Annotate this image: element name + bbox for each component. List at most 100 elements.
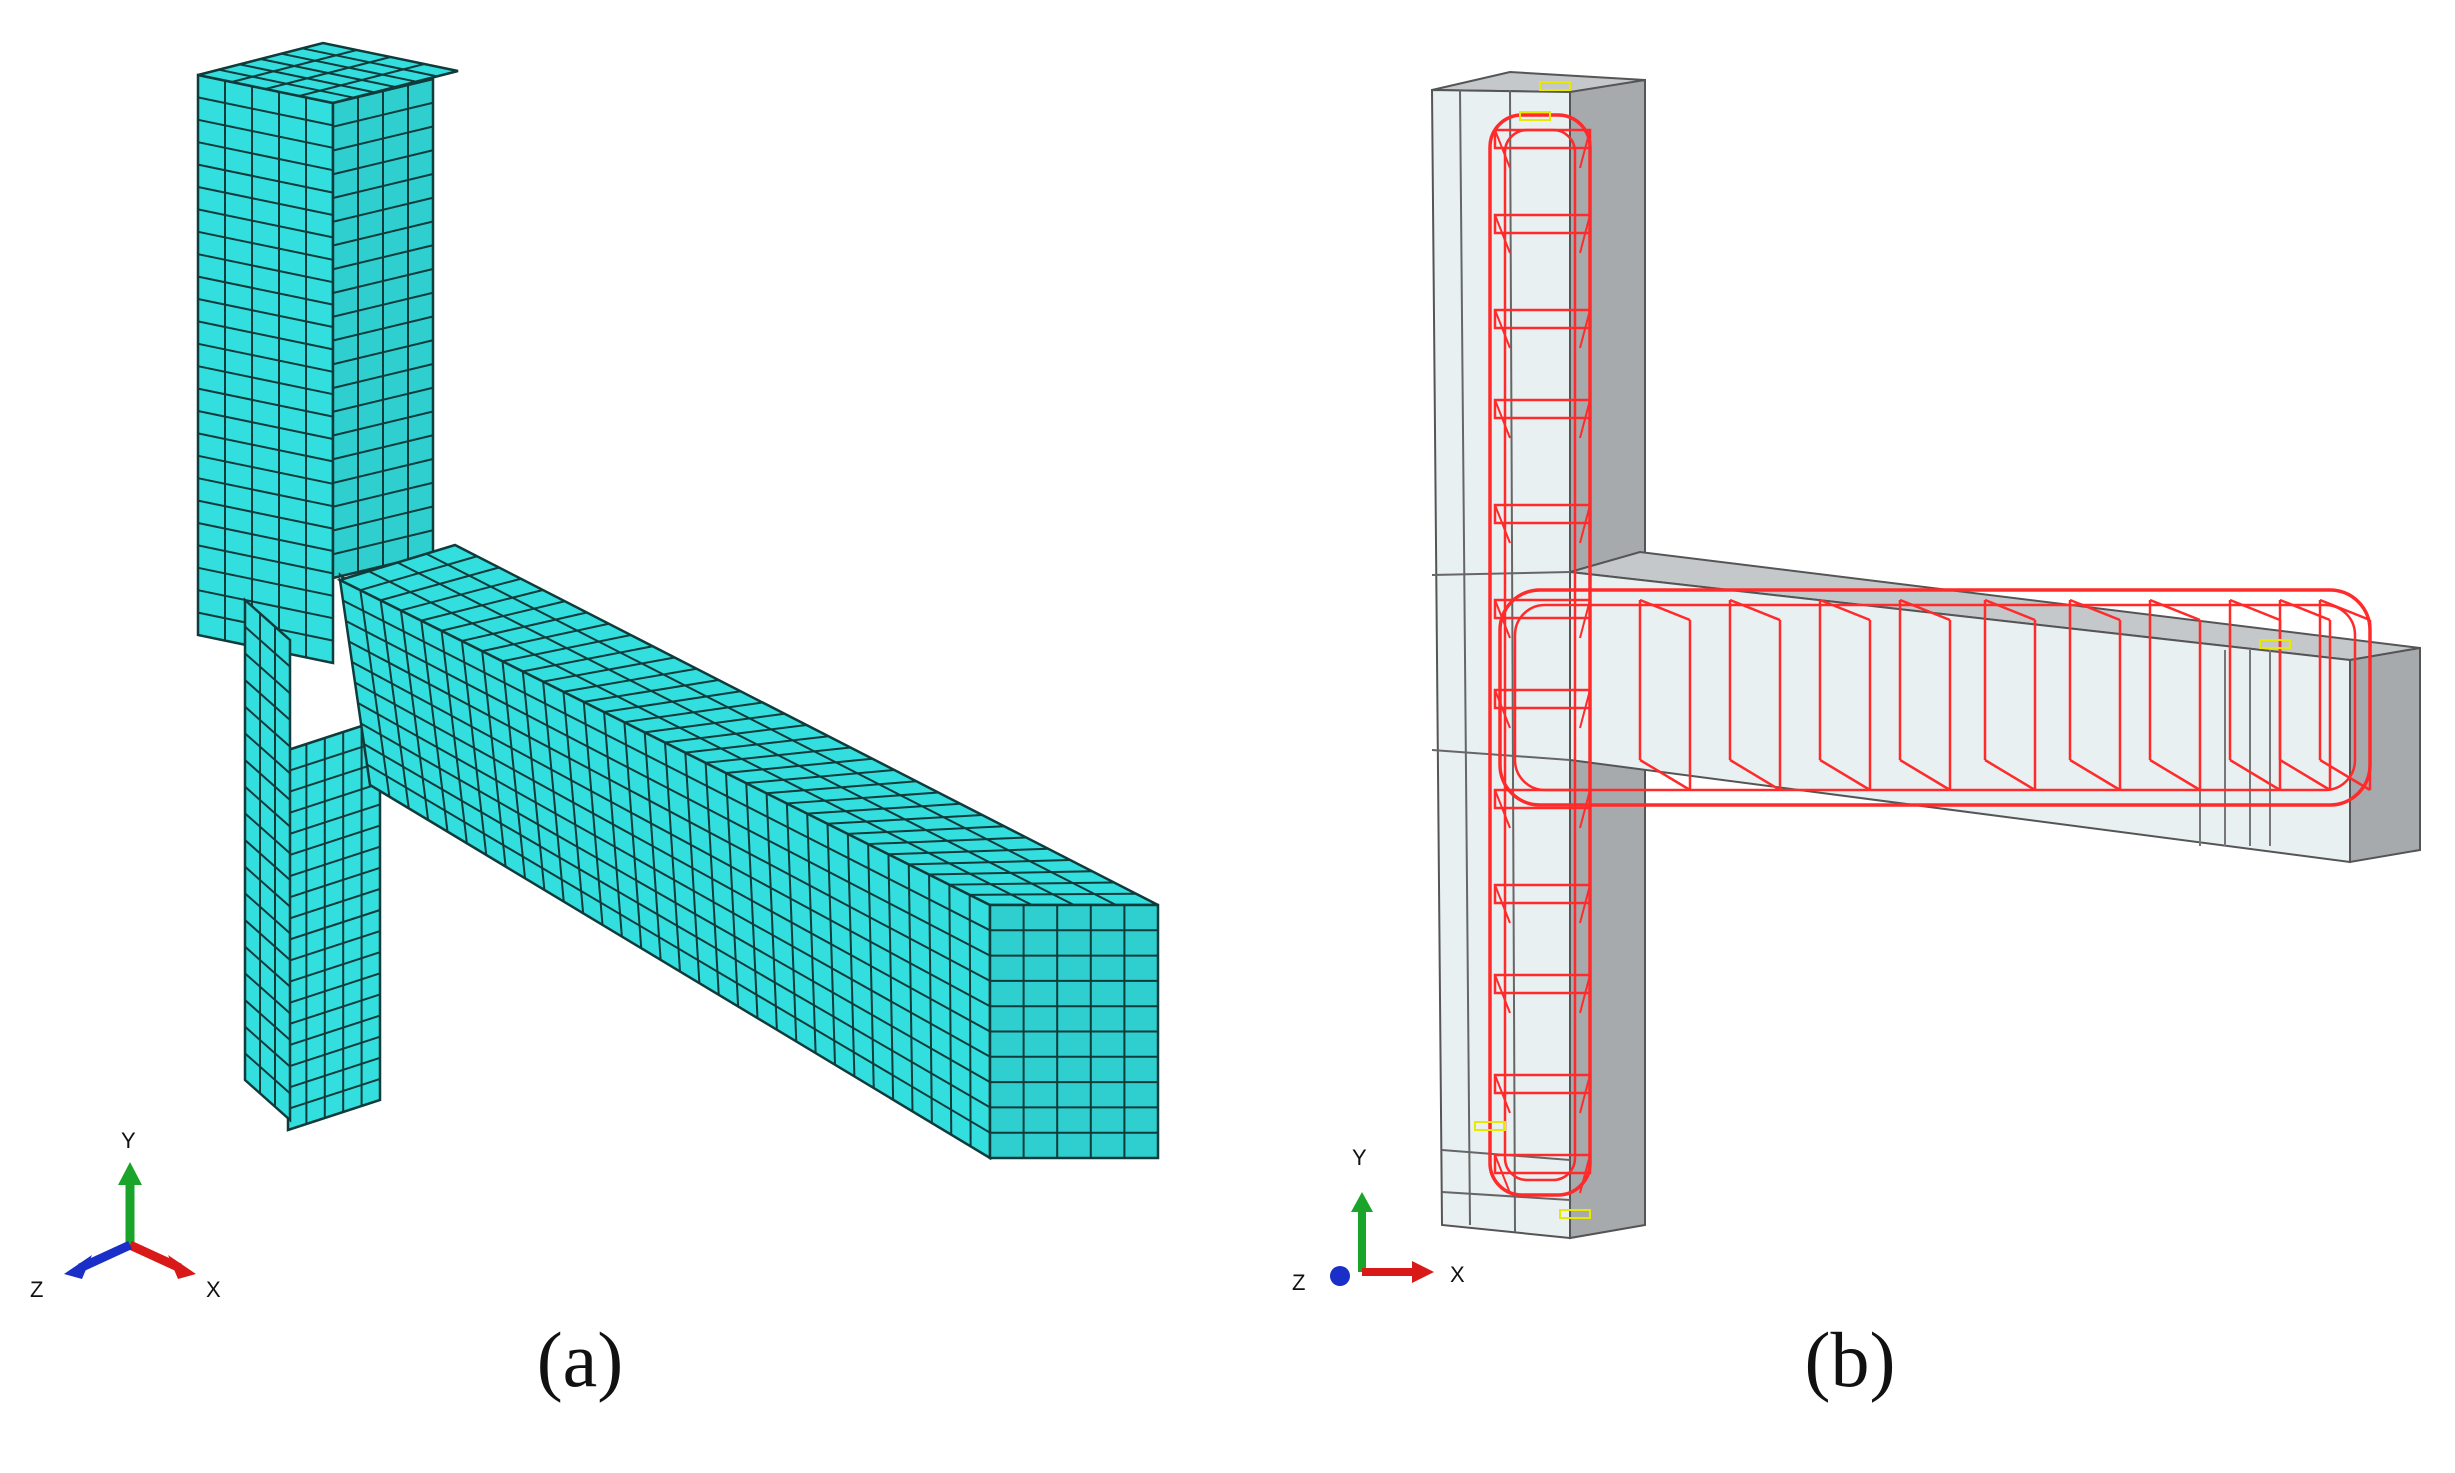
- beam-stirrup-tie: [2319, 598, 2371, 622]
- beam-front-grid-line: [351, 661, 991, 1008]
- column-upper-side-grid-line: [332, 458, 434, 484]
- column-upper-front-grid-line: [197, 365, 334, 396]
- column-upper-front-grid-line: [197, 275, 334, 306]
- column-upper-front-grid-line: [197, 566, 334, 597]
- column-stirrup: [1493, 308, 1592, 330]
- column-upper-front-grid-line: [197, 410, 334, 440]
- beam-front-grid-line: [363, 743, 991, 1109]
- beam-top-grid-line: [397, 561, 1075, 906]
- column-upper-front-grid-line: [197, 253, 334, 284]
- column-lower-left-grid-line: [244, 785, 291, 828]
- column-upper-side-grid-line: [332, 196, 434, 223]
- partition-line: [1509, 89, 1516, 1233]
- column-upper-front-grid-line: [197, 118, 334, 149]
- caption-b: (b): [1804, 1316, 1896, 1403]
- beam-stirrup-tie: [2279, 758, 2331, 792]
- column-upper-side-grid-line: [332, 291, 434, 318]
- column-stirrup-leg: [1494, 1074, 1511, 1114]
- column-stirrup: [1493, 1073, 1592, 1095]
- y-axis-label: Y: [1352, 1145, 1367, 1170]
- column-lower-left-grid-line: [244, 839, 291, 881]
- column-lower-left-grid-line: [244, 919, 291, 961]
- column-lower-left-grid-line: [244, 812, 291, 855]
- x-axis-label: X: [1450, 1262, 1465, 1287]
- column-upper-side: [331, 77, 435, 580]
- column-stirrup: [1493, 398, 1592, 420]
- beam-stirrup-tie: [2319, 758, 2371, 792]
- column-upper-side-grid-line: [332, 173, 434, 199]
- column-stirrup-leg: [1579, 974, 1591, 1014]
- beam-stirrup-tie: [1899, 758, 1951, 792]
- column-stirrup: [1493, 973, 1592, 995]
- rebar-model-drawing: Y X Z: [1292, 70, 2421, 1295]
- column-lower-front-grid-line: [287, 782, 381, 815]
- column-lower-left-grid-line: [244, 705, 291, 748]
- column-lower-front-grid-line: [287, 761, 381, 794]
- beam-stirrup-tie: [1729, 758, 1781, 792]
- column-lower-front-grid-line: [287, 972, 381, 1005]
- y-axis-head: [1351, 1192, 1373, 1212]
- column-upper-front-grid-line: [197, 208, 334, 239]
- x-axis-label: X: [206, 1277, 221, 1302]
- column-stirrup-leg: [1494, 309, 1511, 349]
- column-lower-left-grid-line: [244, 652, 291, 695]
- beam-front-grid-line: [357, 702, 991, 1058]
- panel-a-mesh-model: Y X Z: [30, 41, 1160, 1302]
- column-lower-front-grid-line: [287, 866, 381, 899]
- beam-stirrup-tie: [1819, 598, 1871, 622]
- column-upper-side-grid-line: [332, 434, 434, 461]
- column-stirrup: [1493, 883, 1592, 905]
- column-stirrup-leg: [1494, 789, 1511, 829]
- beam-stirrup-tie: [2229, 598, 2281, 622]
- column-stirrup-leg: [1494, 504, 1511, 544]
- annotation-mark: [1474, 1121, 1506, 1131]
- y-axis-label: Y: [121, 1128, 136, 1153]
- column-stirrup-leg: [1579, 689, 1591, 729]
- column-upper-front-grid-line: [197, 499, 334, 530]
- column-upper-front: [196, 73, 335, 665]
- column-lower-left-grid-line: [244, 1025, 291, 1068]
- beam-stirrup-tie: [1639, 598, 1691, 622]
- beam-front-grid-line: [360, 722, 991, 1083]
- column-upper-side-grid-line: [332, 481, 434, 508]
- beam-stirrup-tie: [1819, 758, 1871, 792]
- caption-a: (a): [536, 1316, 624, 1403]
- column-upper-front-grid-line: [197, 544, 334, 575]
- partition-line: [1441, 1191, 1571, 1201]
- z-axis-dot: [1330, 1266, 1350, 1286]
- column-lower-front-grid-line: [287, 803, 381, 836]
- partition-line: [1459, 89, 1471, 1226]
- column-lower-left-grid-line: [244, 865, 291, 908]
- column-stirrup-leg: [1494, 214, 1511, 254]
- column-upper-side-grid-line: [332, 315, 434, 342]
- column-lower-left-grid-line: [244, 999, 291, 1041]
- x-axis-head: [168, 1255, 196, 1279]
- column-top-grid-line: [231, 49, 357, 83]
- column-top-grid-line: [265, 56, 391, 90]
- column-upper-front-grid-line: [197, 522, 334, 552]
- column-upper-front-grid-line: [197, 320, 334, 351]
- column-lower-left-grid-line: [244, 679, 291, 721]
- annotation-mark: [1519, 111, 1551, 121]
- beam-front-face: [1569, 570, 2351, 864]
- column-stirrup-leg: [1579, 399, 1591, 439]
- column-lower-left-grid-line: [244, 625, 291, 668]
- beam-top-grid-line: [425, 552, 1117, 906]
- annotation-mark: [1559, 1209, 1591, 1219]
- beam-front-grid-line: [342, 599, 991, 932]
- beam-front-grid-line: [345, 620, 991, 957]
- axis-triad-a: Y X Z: [30, 1128, 221, 1302]
- column-upper-side-grid-line: [332, 410, 434, 437]
- column-stirrup: [1493, 128, 1592, 150]
- beam-front-grid-line: [348, 640, 991, 982]
- column-upper-side-grid-line: [332, 220, 434, 247]
- column-stirrup: [1493, 598, 1592, 620]
- column-upper-front-grid-line: [197, 387, 334, 418]
- column-lower-front: [286, 718, 382, 1132]
- column-upper-front-grid-line: [197, 141, 334, 172]
- z-axis-arrow: [78, 1240, 132, 1273]
- column-stirrup-leg: [1494, 1154, 1511, 1194]
- column-upper-side-grid-line: [332, 363, 434, 389]
- beam-front: [338, 577, 992, 1161]
- column-upper-side-grid-line: [332, 386, 434, 413]
